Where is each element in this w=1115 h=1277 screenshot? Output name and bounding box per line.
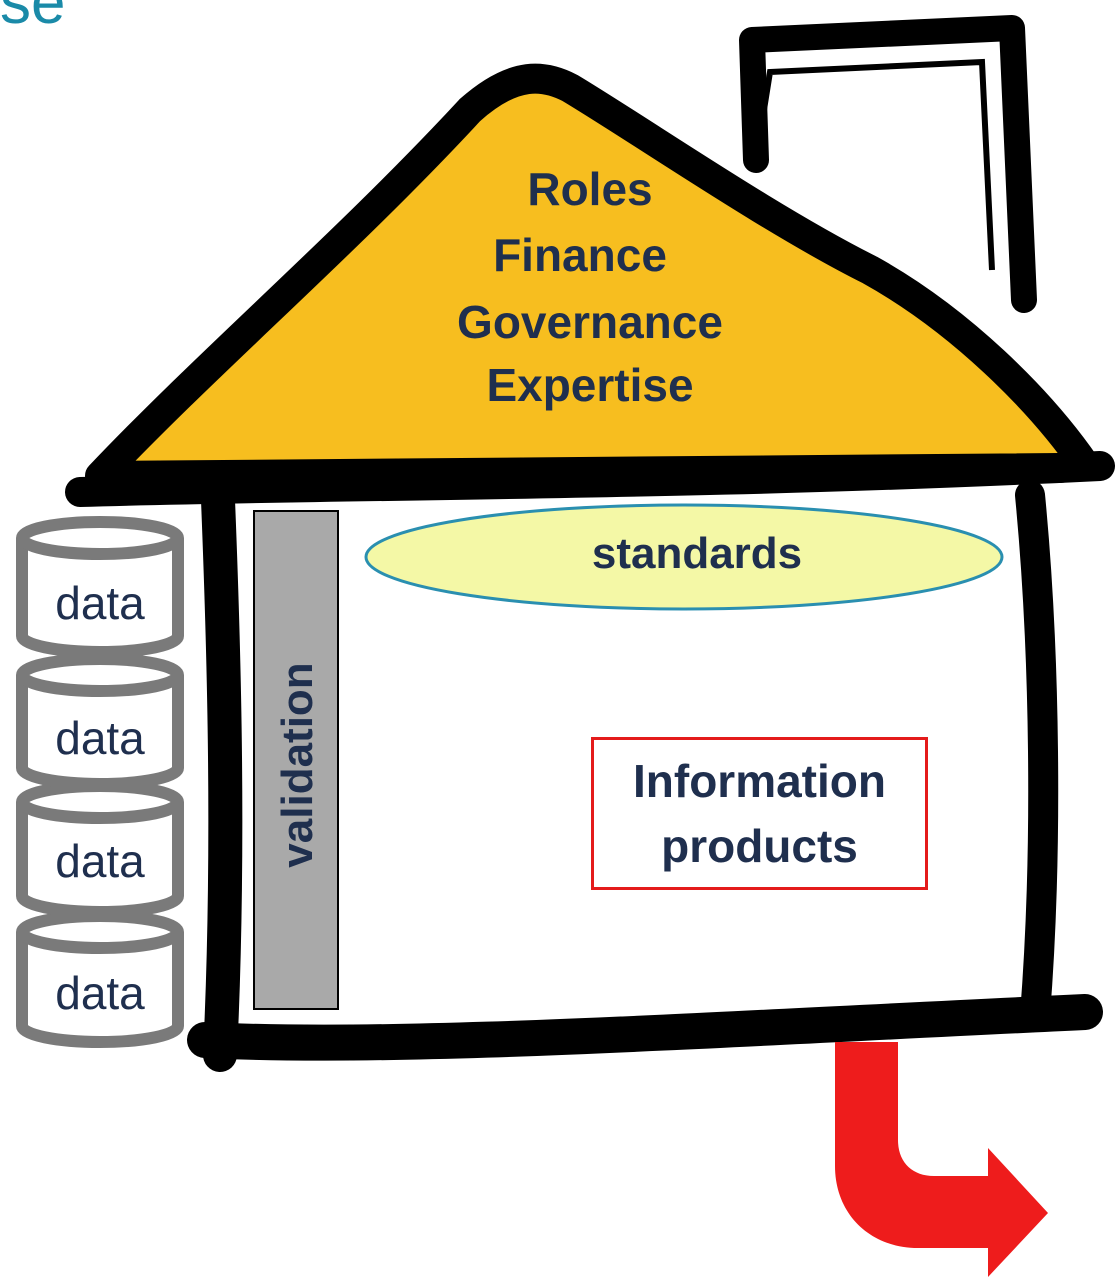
- validation-label: validation: [273, 662, 322, 868]
- left-wall: [201, 483, 243, 1072]
- information-products-box: Information products: [591, 737, 928, 890]
- right-wall: [1015, 480, 1059, 1030]
- data-store-label-3: data: [55, 835, 145, 887]
- information-products-line-2: products: [661, 819, 858, 872]
- chimney-inner: [753, 58, 995, 271]
- data-store-4: [16, 910, 184, 1048]
- data-store-1: [16, 516, 184, 658]
- roof-label-roles: Roles: [527, 163, 653, 215]
- slide-title-fragment: se: [0, 0, 66, 37]
- eave-line: [65, 451, 1115, 507]
- data-store-label-4: data: [55, 967, 145, 1019]
- roof-label-expertise: Expertise: [486, 359, 694, 411]
- standards-ellipse: [364, 503, 1004, 611]
- validation-bar: [253, 510, 339, 1010]
- roof-label-governance: Governance: [457, 296, 723, 348]
- curved-down-right-arrow-icon: [835, 1042, 1048, 1277]
- chimney-outline: [739, 15, 1037, 313]
- floor: [187, 994, 1103, 1061]
- information-products-line-1: Information: [633, 755, 886, 808]
- roof-label-finance: Finance: [493, 229, 667, 281]
- standards-label: standards: [591, 529, 803, 578]
- data-store-label-2: data: [55, 712, 145, 764]
- data-store-label-1: data: [55, 577, 145, 629]
- roof: [85, 63, 1100, 491]
- data-store-2: [16, 653, 184, 790]
